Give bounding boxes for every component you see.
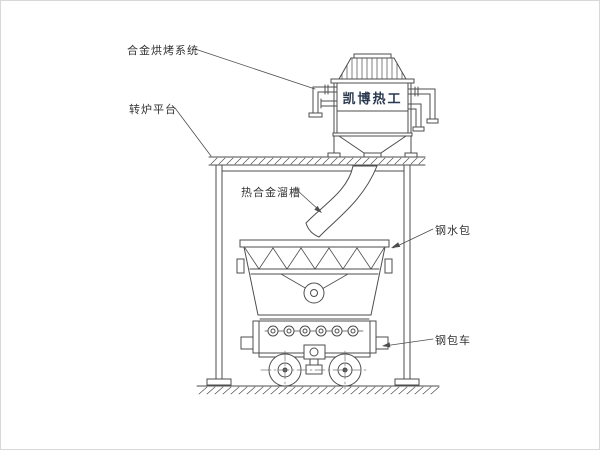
piping-right	[407, 86, 439, 132]
equipment-brand-text: 凯博热工	[342, 91, 403, 106]
baking-unit	[327, 53, 418, 158]
leader-lines	[174, 48, 434, 348]
piping-left	[308, 84, 338, 118]
label-ladle-car: 钢包车	[435, 335, 471, 347]
ladle-car	[240, 320, 389, 390]
alloy-chute	[305, 165, 378, 238]
label-hot-alloy-chute: 热合金溜槽	[241, 187, 301, 199]
converter-platform	[208, 156, 426, 166]
support-frame	[206, 164, 420, 386]
label-steel-ladle: 钢水包	[435, 225, 471, 237]
label-converter-platform: 转炉平台	[129, 104, 177, 116]
ground	[196, 385, 440, 395]
steel-ladle	[236, 239, 393, 320]
label-baking-system: 合金烘烤系统	[127, 45, 199, 57]
